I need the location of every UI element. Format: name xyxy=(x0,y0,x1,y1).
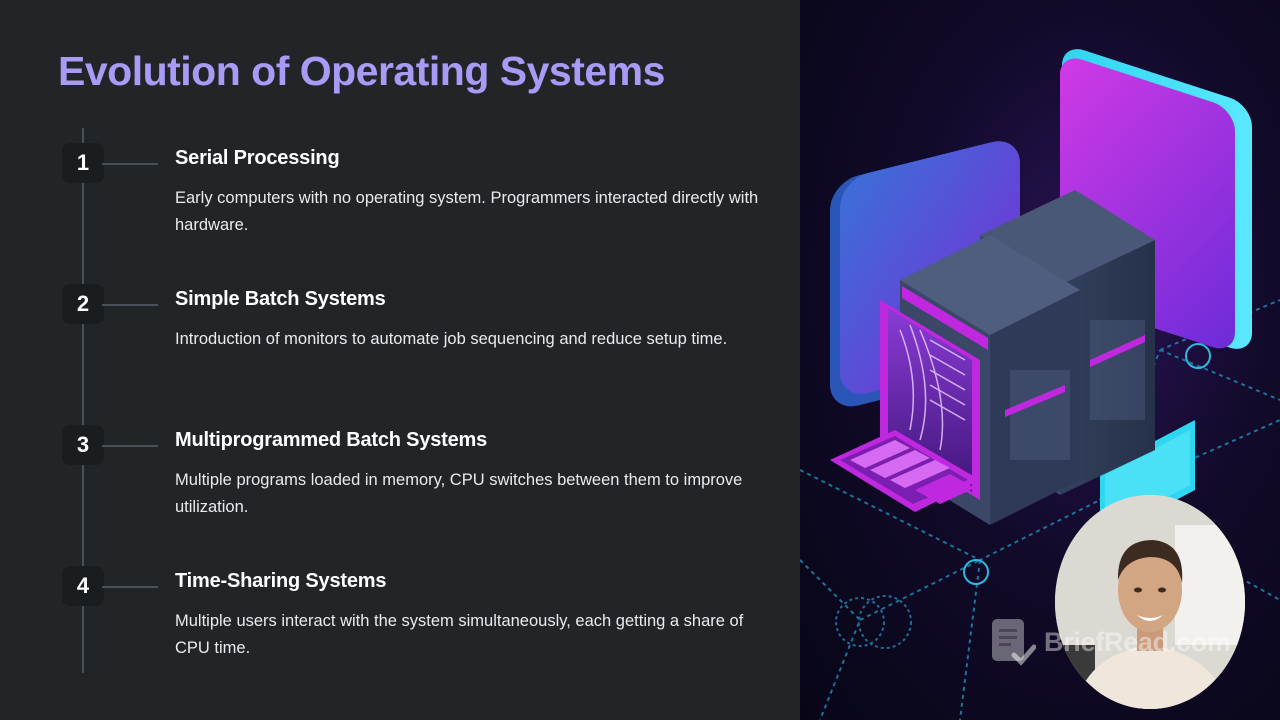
step-connector xyxy=(102,304,158,306)
server-computer-illustration xyxy=(800,49,1280,720)
step-description: Introduction of monitors to automate job… xyxy=(175,330,728,348)
step-title: Simple Batch Systems xyxy=(175,288,386,310)
step-number: 2 xyxy=(62,284,104,324)
timeline-step: 2 Simple Batch Systems Introduction of m… xyxy=(0,284,800,414)
timeline-step: 3 Multiprogrammed Batch Systems Multiple… xyxy=(0,425,800,555)
timeline-line xyxy=(82,128,84,673)
presenter-webcam xyxy=(1055,495,1245,709)
timeline-step: 1 Serial Processing Early computers with… xyxy=(0,143,800,273)
slide-title: Evolution of Operating Systems xyxy=(58,48,665,94)
step-title: Time-Sharing Systems xyxy=(175,570,387,592)
watermark: BriefRead.com xyxy=(990,618,1231,666)
watermark-text: BriefRead.com xyxy=(1044,626,1231,657)
step-description: Early computers with no operating system… xyxy=(175,189,759,234)
document-check-icon xyxy=(992,619,1036,666)
step-connector xyxy=(102,163,158,165)
step-title: Serial Processing xyxy=(175,147,340,169)
step-title: Multiprogrammed Batch Systems xyxy=(175,429,488,451)
slide-content: Evolution of Operating Systems 1 Serial … xyxy=(0,48,800,696)
step-connector xyxy=(102,586,158,588)
step-number: 4 xyxy=(62,566,104,606)
step-number: 3 xyxy=(62,425,104,465)
step-description: Multiple programs loaded in memory, CPU … xyxy=(175,471,743,516)
step-number: 1 xyxy=(62,143,104,183)
step-description: Multiple users interact with the system … xyxy=(175,612,744,657)
step-connector xyxy=(102,445,158,447)
timeline-step: 4 Time-Sharing Systems Multiple users in… xyxy=(0,566,800,696)
